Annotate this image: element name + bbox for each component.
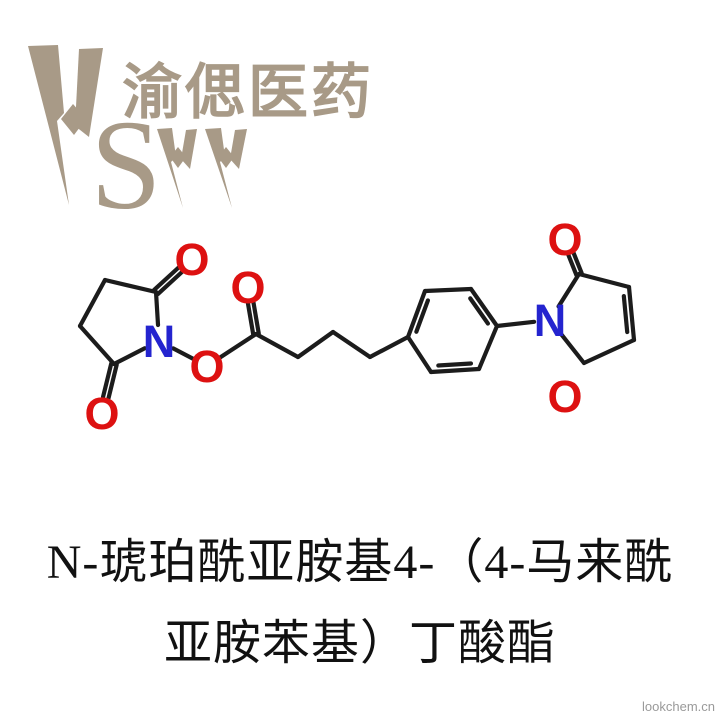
bond: [576, 271, 632, 290]
bond: [494, 319, 537, 329]
bond: [468, 296, 491, 326]
bond: [566, 252, 579, 278]
atom-label-o-m3: O: [547, 214, 582, 265]
bond: [102, 277, 159, 295]
bond: [476, 323, 500, 372]
atom-label-n-s5: N: [143, 316, 176, 367]
bond: [557, 330, 587, 366]
atom-label-o-m7: O: [547, 371, 582, 422]
atom-label-o-s7: O: [174, 234, 209, 285]
bond: [111, 346, 147, 367]
bond: [571, 250, 584, 276]
bond: [468, 286, 500, 329]
bond: [171, 346, 195, 361]
bond: [253, 331, 301, 360]
bond: [153, 289, 161, 328]
bond: [405, 288, 428, 340]
bond: [428, 366, 482, 375]
atom-label-o-s4: O: [84, 388, 119, 439]
bond: [251, 300, 261, 336]
atom-label-n-m1: N: [534, 295, 567, 346]
bond: [405, 334, 434, 375]
brand-name-text: 渝偲医药: [122, 60, 374, 126]
bond: [100, 361, 114, 399]
bond: [218, 331, 259, 360]
bond: [626, 284, 637, 343]
chemical-name-caption: N-琥珀酰亚胺基4-（4-马来酰 亚胺苯基）丁酸酯: [0, 522, 720, 684]
bond: [422, 286, 474, 294]
bond: [436, 361, 474, 368]
chemical-name-line1: N-琥珀酰亚胺基4-（4-马来酰: [46, 536, 674, 589]
bond: [367, 334, 411, 360]
atom-label-o-e3: O: [230, 262, 265, 313]
bond: [330, 329, 373, 360]
bond: [621, 293, 630, 335]
chemical-name-line2: 亚胺苯基）丁酸酯: [163, 617, 556, 670]
bond: [152, 265, 181, 293]
bond: [77, 323, 117, 367]
bond: [556, 271, 582, 309]
atom-label-o-e1: O: [189, 341, 224, 392]
watermark-text: lookchem.cn: [642, 699, 715, 714]
bond: [414, 298, 431, 334]
bond: [245, 301, 256, 337]
bond: [295, 329, 336, 360]
bond: [106, 362, 119, 401]
bond: [581, 337, 637, 366]
bond: [77, 277, 108, 329]
bond: [155, 269, 185, 297]
